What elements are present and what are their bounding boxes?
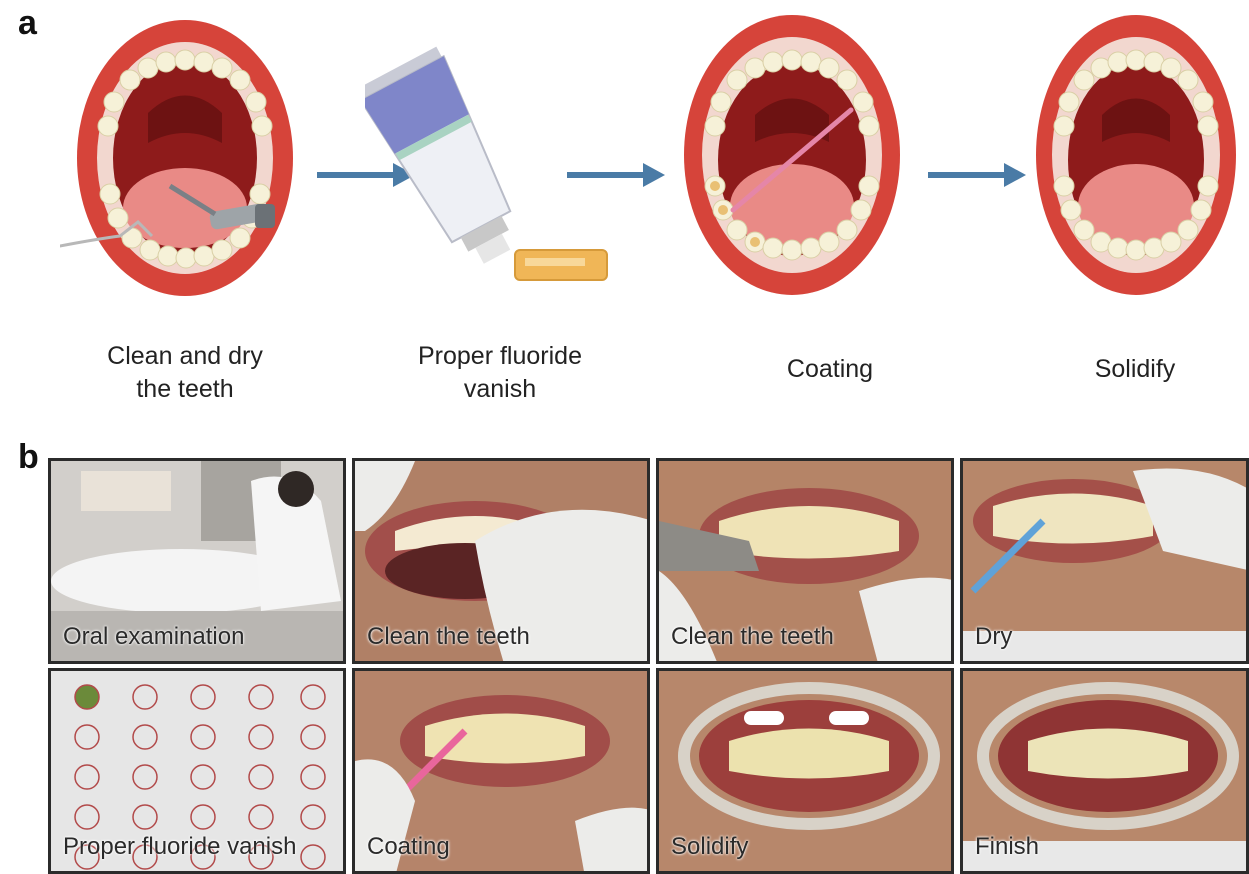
photo-clean-teeth-2: Clean the teeth — [656, 458, 954, 664]
caption-line: vanish — [385, 373, 615, 406]
arrow-right-icon — [567, 160, 667, 190]
caption-line: Coating — [715, 353, 945, 386]
photo-label: Dry — [975, 623, 1012, 651]
step-coating-illustration — [675, 10, 910, 300]
caption-step-2: Proper fluoride vanish — [385, 340, 615, 406]
photo-dry: Dry — [960, 458, 1249, 664]
photo-label: Coating — [367, 833, 450, 861]
photo-label: Finish — [975, 833, 1039, 861]
photo-fluoride-plate: Proper fluoride vanish — [48, 668, 346, 874]
step-solidify-illustration — [1032, 10, 1240, 300]
caption-line: Clean and dry — [70, 340, 300, 373]
applicator-icon — [675, 10, 910, 300]
photo-finish: Finish — [960, 668, 1249, 874]
photo-oral-examination: Oral examination — [48, 458, 346, 664]
photo-clean-teeth-1: Clean the teeth — [352, 458, 650, 664]
panel-a-letter: a — [18, 4, 37, 43]
photo-label: Clean the teeth — [671, 623, 834, 651]
caption-line: the teeth — [70, 373, 300, 406]
photo-label: Proper fluoride vanish — [63, 833, 296, 861]
caption-line: Solidify — [1035, 353, 1235, 386]
photo-solidify: Solidify — [656, 668, 954, 874]
step-clean-illustration — [60, 18, 310, 308]
photo-label: Solidify — [671, 833, 748, 861]
caption-step-4: Solidify — [1035, 353, 1235, 386]
floss-icon — [60, 18, 310, 308]
photo-label: Oral examination — [63, 623, 244, 651]
caption-line: Proper fluoride — [385, 340, 615, 373]
step-fluoride-illustration — [365, 22, 625, 292]
panel-b-letter: b — [18, 438, 39, 477]
caption-step-3: Coating — [715, 353, 945, 386]
photo-coating: Coating — [352, 668, 650, 874]
mouth-icon — [1032, 10, 1240, 300]
tube-icon — [365, 22, 625, 292]
caption-step-1: Clean and dry the teeth — [70, 340, 300, 406]
arrow-right-icon — [928, 160, 1028, 190]
photo-label: Clean the teeth — [367, 623, 530, 651]
